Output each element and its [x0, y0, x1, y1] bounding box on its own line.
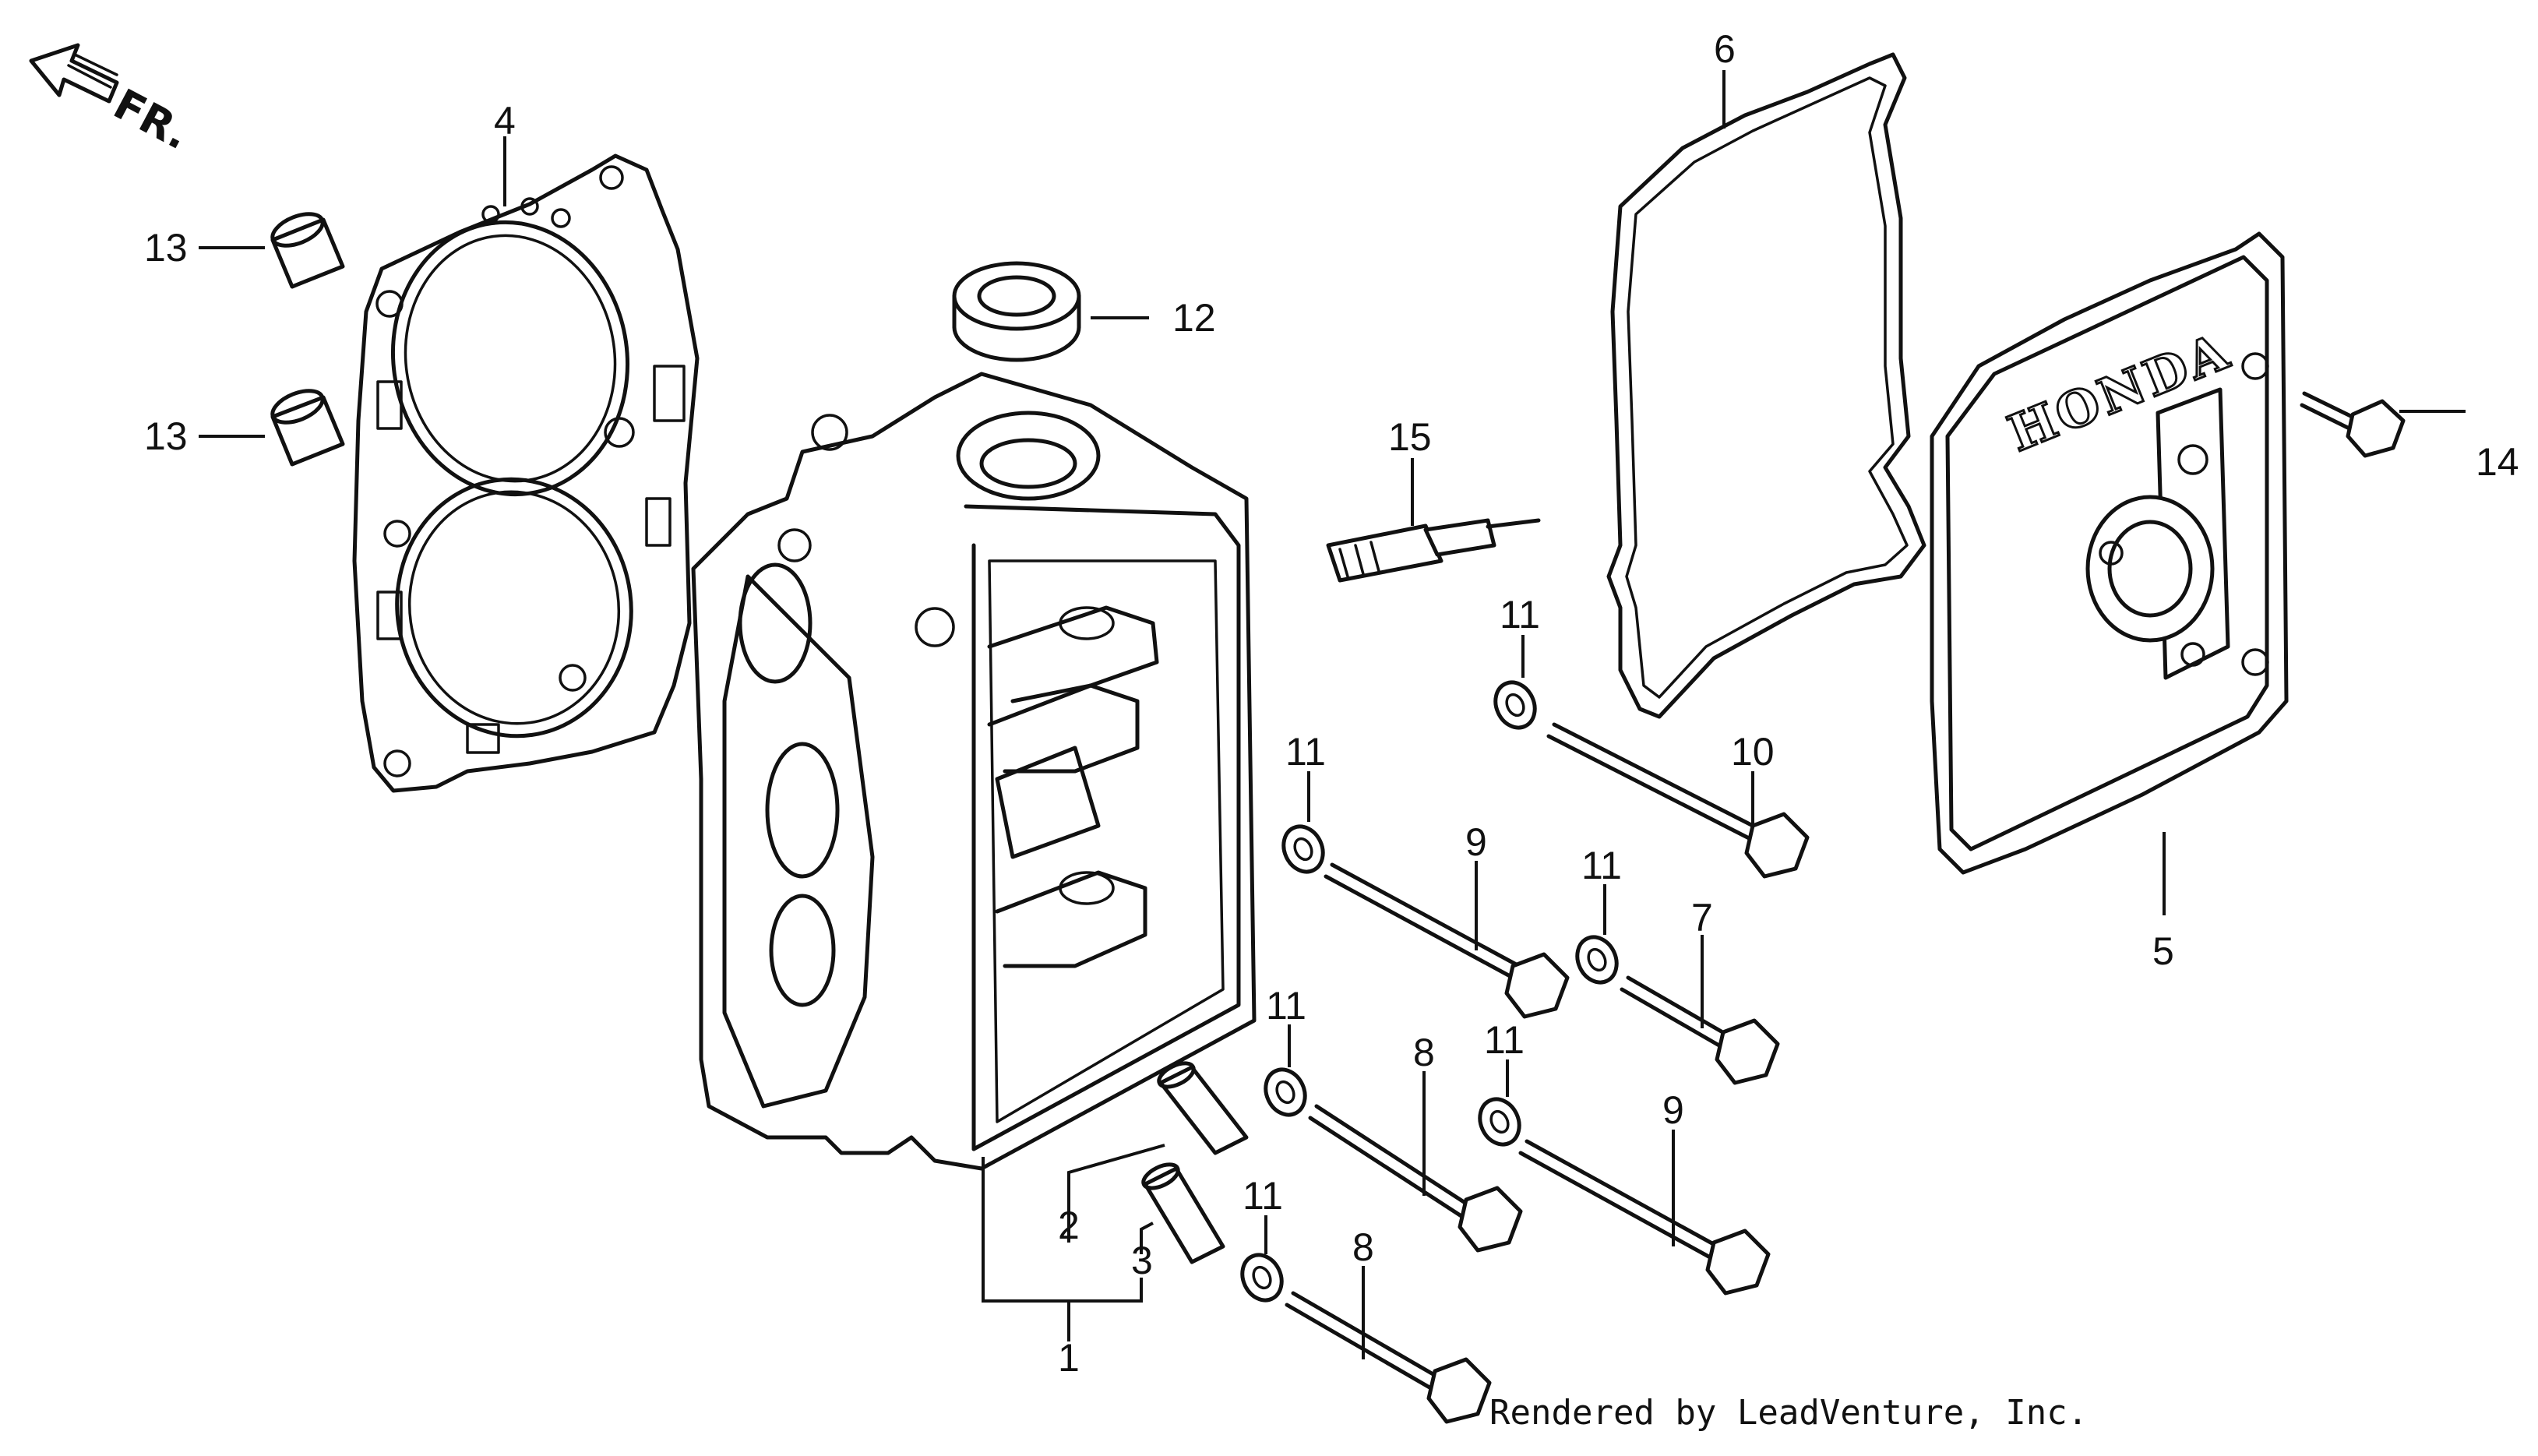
callout-13-upper: 13	[144, 226, 188, 270]
callout-11-e: 11	[1484, 1018, 1525, 1062]
front-direction-label: FR.	[106, 79, 198, 160]
callout-11-a: 11	[1500, 593, 1540, 636]
bolt-9-upper[interactable]	[1324, 862, 1570, 1019]
callout-9-upper: 9	[1465, 820, 1487, 864]
callout-11-d: 11	[1266, 984, 1306, 1028]
callouts: 13 13 4 12 15 6 14 5 11 10 11 9 11 7 11 …	[144, 27, 2519, 1380]
bolt-9-lower[interactable]	[1518, 1139, 1771, 1296]
washer-11-d[interactable]	[1259, 1063, 1313, 1122]
spark-plug[interactable]	[1326, 518, 1541, 583]
callout-11-b: 11	[1285, 730, 1326, 774]
cover-bolt[interactable]	[2300, 391, 2406, 458]
leader-lines	[199, 70, 2466, 1359]
callout-14: 14	[2476, 440, 2519, 484]
callout-8-upper: 8	[1413, 1031, 1435, 1074]
bolt-8-lower[interactable]	[1285, 1291, 1492, 1424]
bolt-7[interactable]	[1620, 975, 1780, 1085]
callout-11-c: 11	[1581, 844, 1622, 887]
callout-9-lower: 9	[1662, 1088, 1684, 1132]
head-collar-upper[interactable]	[1155, 1059, 1249, 1155]
callout-1: 1	[1058, 1336, 1080, 1380]
callout-10: 10	[1731, 730, 1775, 774]
bolt-8-upper[interactable]	[1308, 1104, 1523, 1253]
callout-11-f: 11	[1243, 1174, 1283, 1218]
washer-11-a[interactable]	[1489, 676, 1542, 735]
render-credit: Rendered by LeadVenture, Inc.	[1489, 1393, 2089, 1433]
washer-11-c[interactable]	[1570, 931, 1624, 989]
callout-8-lower: 8	[1352, 1225, 1374, 1269]
washer-11-f[interactable]	[1236, 1249, 1289, 1307]
dowel-pin-lower[interactable]	[268, 385, 345, 467]
callout-13-lower: 13	[144, 414, 188, 458]
callout-2: 2	[1058, 1204, 1080, 1247]
dowel-pin-upper[interactable]	[268, 208, 345, 289]
callout-12: 12	[1172, 296, 1216, 340]
washer-11-e[interactable]	[1473, 1093, 1527, 1151]
head-cover[interactable]: HONDA	[1930, 231, 2289, 875]
callout-4: 4	[494, 99, 516, 143]
callout-15: 15	[1388, 415, 1432, 459]
callout-7: 7	[1691, 896, 1713, 940]
front-arrow-icon	[29, 43, 119, 104]
head-gasket[interactable]	[352, 153, 700, 793]
head-collar-lower[interactable]	[1140, 1160, 1225, 1264]
head-cover-gasket[interactable]	[1606, 52, 1926, 719]
callout-5: 5	[2152, 929, 2174, 973]
callout-6: 6	[1714, 27, 1736, 71]
washer-11-b[interactable]	[1277, 820, 1331, 879]
oil-seal[interactable]	[952, 261, 1081, 362]
callout-3: 3	[1131, 1239, 1153, 1282]
cylinder-head[interactable]	[691, 372, 1257, 1171]
bolt-10[interactable]	[1546, 722, 1810, 879]
